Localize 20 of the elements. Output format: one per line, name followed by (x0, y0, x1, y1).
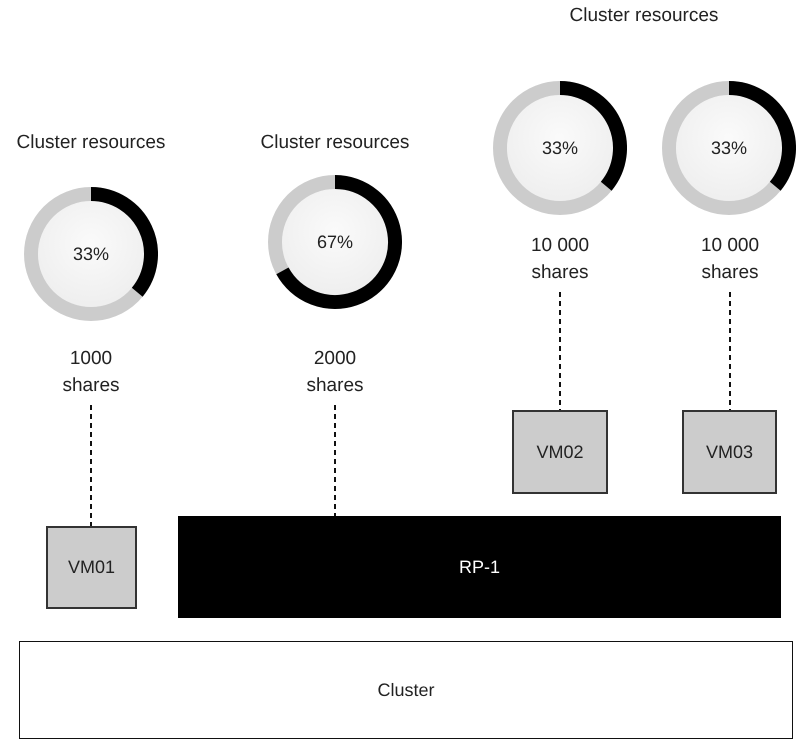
resource-pool-box: RP-1 (178, 516, 781, 618)
chart-heading: Cluster resources (260, 131, 410, 155)
percentage-label: 33% (72, 243, 110, 266)
shares-label: 1000 shares (41, 345, 141, 405)
vm-box: VM02 (512, 410, 608, 494)
percentage-label: 33% (540, 137, 580, 160)
vm-box: VM03 (682, 410, 777, 494)
cluster-box: Cluster (19, 641, 793, 739)
shares-label: 10 000 shares (505, 232, 615, 292)
dashed-connector (334, 405, 336, 516)
dashed-connector (559, 292, 561, 410)
percentage-label: 67% (316, 231, 354, 254)
percentage-label: 33% (710, 137, 748, 160)
dashed-connector (90, 405, 92, 526)
shares-label: 2000 shares (285, 345, 385, 405)
chart-heading: Cluster resources (568, 4, 720, 28)
vm-box: VM01 (46, 526, 137, 609)
chart-heading: Cluster resources (16, 131, 166, 155)
shares-label: 10 000 shares (675, 232, 785, 292)
dashed-connector (729, 292, 731, 410)
